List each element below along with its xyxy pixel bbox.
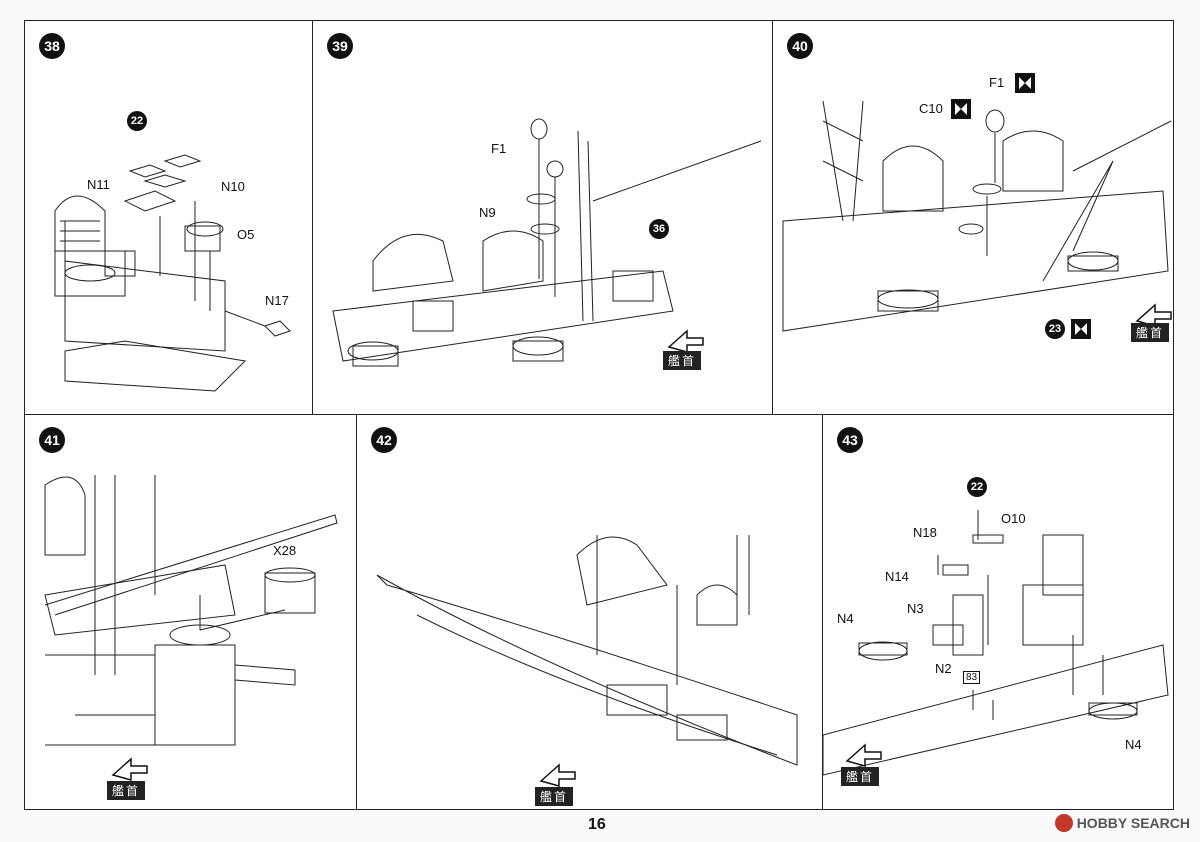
bowtie-symbol-icon xyxy=(1015,73,1035,93)
bow-label: 艦首 xyxy=(535,787,574,806)
step-number: 41 xyxy=(39,427,65,453)
step-43-panel: 43 22 O10 N18 N14 N3 N4 N2 83 N4 艦首 xyxy=(822,414,1174,810)
step-number: 43 xyxy=(837,427,863,453)
part-label: X28 xyxy=(273,543,297,558)
part-label: N2 xyxy=(935,661,952,676)
part-label: N9 xyxy=(479,205,496,220)
step-39-panel: 39 F1 N9 36 艦首 xyxy=(312,20,774,416)
step-42-drawing xyxy=(376,535,798,766)
part-label: N10 xyxy=(221,179,245,194)
step-42-panel: 42 艦首 xyxy=(356,414,824,810)
part-label: N11 xyxy=(87,177,110,192)
step-39-drawing xyxy=(332,118,762,367)
step-40-panel: 40 F1 C10 23 艦首 xyxy=(772,20,1174,416)
part-label: F1 xyxy=(491,141,507,156)
watermark-text: HOBBY SEARCH xyxy=(1076,815,1190,831)
part-label: O10 xyxy=(1001,511,1026,526)
part-label: O5 xyxy=(237,227,255,242)
subassembly-badge: 23 xyxy=(1045,319,1065,339)
step-43-drawing xyxy=(823,510,1169,776)
bow-direction-arrow-icon xyxy=(845,743,882,767)
bow-direction-arrow-icon xyxy=(667,329,704,353)
subassembly-badge: 22 xyxy=(967,477,987,497)
step-41-panel: 41 X28 艦首 xyxy=(24,414,358,810)
step-38-panel: 38 22 N11 N10 O5 N17 xyxy=(24,20,314,416)
part-label: F1 xyxy=(989,75,1005,90)
subassembly-badge: 22 xyxy=(127,111,147,131)
bow-label: 艦首 xyxy=(1131,323,1170,342)
logo-mark-icon xyxy=(1054,814,1073,832)
subassembly-badge: 36 xyxy=(649,219,669,239)
page-number: 16 xyxy=(588,816,606,833)
bow-label: 艦首 xyxy=(841,767,880,786)
step-number: 39 xyxy=(327,33,353,59)
watermark-logo: HOBBY SEARCH xyxy=(1054,814,1190,832)
part-label: C10 xyxy=(919,101,943,116)
part-label: N4 xyxy=(1125,737,1142,752)
part-label: N3 xyxy=(907,601,924,616)
part-label: N18 xyxy=(913,525,937,540)
bow-label: 艦首 xyxy=(107,781,146,800)
bowtie-symbol-icon xyxy=(1071,319,1091,339)
step-number: 40 xyxy=(787,33,813,59)
step-number: 42 xyxy=(371,427,397,453)
step-38-drawing xyxy=(54,154,291,392)
bow-direction-arrow-icon xyxy=(111,757,148,781)
bowtie-symbol-icon xyxy=(951,99,971,119)
step-number: 38 xyxy=(39,33,65,59)
bow-label: 艦首 xyxy=(663,351,702,370)
part-label: N14 xyxy=(885,569,909,584)
bow-direction-arrow-icon xyxy=(539,763,576,787)
part-label: N17 xyxy=(265,293,289,308)
part-extra: 83 xyxy=(963,671,981,684)
part-label: N4 xyxy=(837,611,854,626)
step-41-drawing xyxy=(44,475,338,746)
step-40-drawing xyxy=(782,100,1172,332)
